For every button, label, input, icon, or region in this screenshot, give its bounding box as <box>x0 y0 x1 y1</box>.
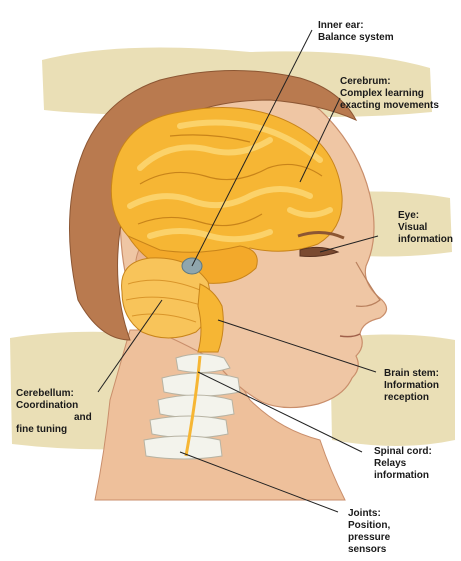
label-spinal-cord: Spinal cord: Relays information <box>374 446 432 482</box>
label-brain-stem: Brain stem: Information reception <box>384 368 439 404</box>
label-cerebellum-title: Cerebellum: <box>16 388 92 400</box>
label-cerebrum-desc-2: exacting movements <box>340 100 439 112</box>
label-inner-ear-desc: Balance system <box>318 32 394 44</box>
label-brain-stem-title: Brain stem: <box>384 368 439 380</box>
label-joints-title: Joints: <box>348 508 390 520</box>
label-spinal-cord-title: Spinal cord: <box>374 446 432 458</box>
label-cerebrum: Cerebrum: Complex learning exacting move… <box>340 76 439 112</box>
label-joints-desc-2: pressure <box>348 532 390 544</box>
label-cerebellum-desc-2: and <box>16 412 92 424</box>
label-brain-stem-desc-2: reception <box>384 392 439 404</box>
label-inner-ear-title: Inner ear: <box>318 20 394 32</box>
label-joints: Joints: Position, pressure sensors <box>348 508 390 556</box>
label-inner-ear: Inner ear: Balance system <box>318 20 394 44</box>
label-eye-desc-2: information <box>398 234 453 246</box>
label-brain-stem-desc-1: Information <box>384 380 439 392</box>
label-eye-title: Eye: <box>398 210 453 222</box>
label-cerebrum-desc-1: Complex learning <box>340 88 439 100</box>
label-eye: Eye: Visual information <box>398 210 453 246</box>
label-eye-desc-1: Visual <box>398 222 453 234</box>
label-joints-desc-1: Position, <box>348 520 390 532</box>
label-cerebellum-desc-1: Coordination <box>16 400 92 412</box>
label-spinal-cord-desc-2: information <box>374 470 432 482</box>
label-cerebellum-desc-3: fine tuning <box>16 424 92 436</box>
label-spinal-cord-desc-1: Relays <box>374 458 432 470</box>
label-joints-desc-3: sensors <box>348 544 390 556</box>
label-cerebellum: Cerebellum: Coordination and fine tuning <box>16 388 92 436</box>
label-cerebrum-title: Cerebrum: <box>340 76 439 88</box>
